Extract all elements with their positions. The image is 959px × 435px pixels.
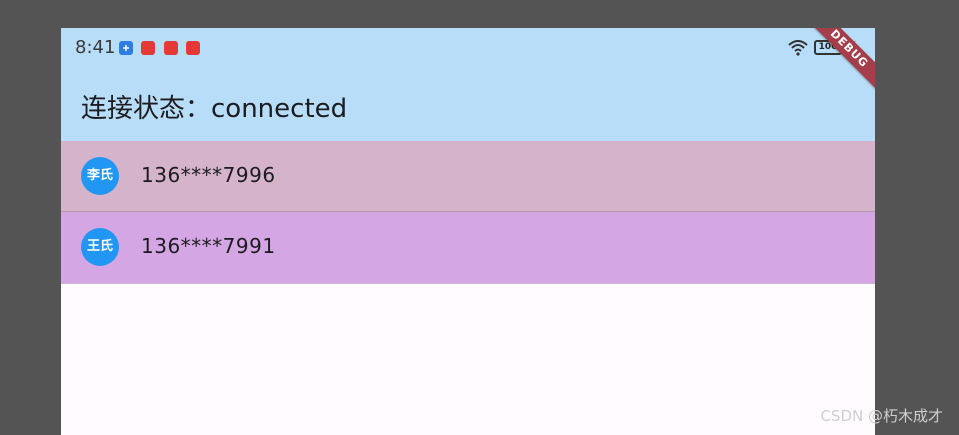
app-bar: 连接状态：connected bbox=[61, 68, 875, 141]
list-item[interactable]: 李氏 136****7996 bbox=[61, 141, 875, 212]
list-item[interactable]: 王氏 136****7991 bbox=[61, 212, 875, 284]
device-screen: 8:41 100 ⚡ 连接状态：connected 李氏 136*** bbox=[61, 28, 875, 435]
avatar: 李氏 bbox=[81, 157, 119, 195]
contact-phone: 136****7991 bbox=[141, 234, 276, 258]
avatar: 王氏 bbox=[81, 228, 119, 266]
wifi-icon bbox=[788, 40, 808, 56]
app-notification-icon bbox=[186, 41, 200, 55]
status-time: 8:41 bbox=[75, 37, 116, 58]
status-bar: 8:41 100 ⚡ bbox=[61, 28, 875, 68]
contact-list: 李氏 136****7996 王氏 136****7991 bbox=[61, 141, 875, 284]
watermark: CSDN @朽木成才 bbox=[820, 407, 943, 425]
app-bar-title: 连接状态：connected bbox=[81, 94, 348, 124]
app-notification-icon bbox=[141, 41, 155, 55]
usb-icon bbox=[119, 41, 133, 55]
contact-phone: 136****7996 bbox=[141, 163, 276, 187]
app-notification-icon bbox=[164, 41, 178, 55]
